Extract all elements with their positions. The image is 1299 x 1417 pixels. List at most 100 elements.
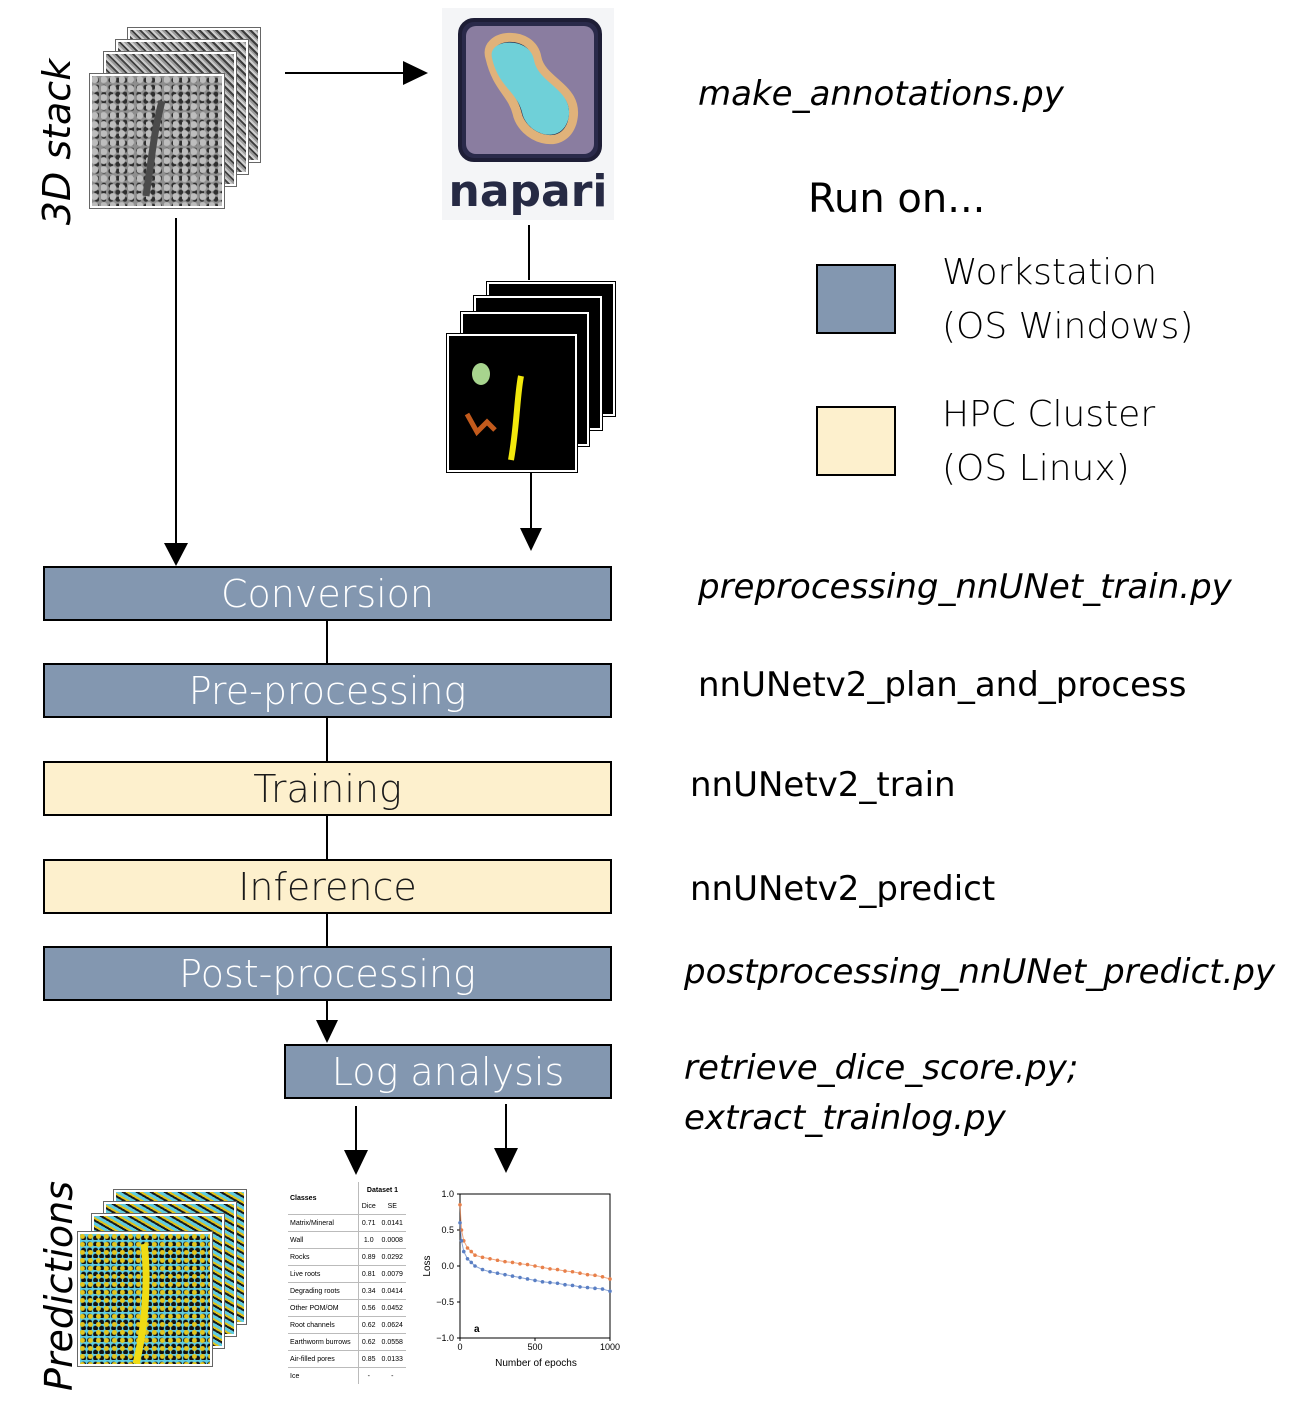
step-training: Training <box>43 761 612 816</box>
legend-swatch-hpc <box>816 406 896 476</box>
dice-score-script: retrieve_dice_score.py; <box>684 1048 1079 1088</box>
chart-point <box>525 1277 530 1281</box>
table-cell-cls: Rocks <box>288 1248 359 1266</box>
legend-hpc: HPC Cluster (OS Linux) <box>942 388 1155 496</box>
postprocessing-script: postprocessing_nnUNet_predict.py <box>684 952 1276 992</box>
napari-logo: napari <box>442 8 614 220</box>
preprocessing-script: preprocessing_nnUNet_train.py <box>698 567 1232 607</box>
step-inference: Inference <box>43 859 612 914</box>
chart-point <box>570 1269 575 1274</box>
chart-point <box>465 1257 470 1261</box>
table-cell-dice: 0.62 <box>357 1333 379 1351</box>
chart-point <box>593 1273 597 1278</box>
legend-title: Run on... <box>808 176 986 222</box>
chart-point <box>465 1246 470 1250</box>
table-row: Ice-- <box>288 1367 406 1384</box>
table-cell-se: 0.0141 <box>378 1214 406 1232</box>
chart-point <box>555 1267 560 1272</box>
table-cell-se: 0.0558 <box>378 1333 406 1351</box>
chart-point <box>480 1267 485 1272</box>
chart-point <box>540 1280 545 1284</box>
chart-point <box>488 1257 492 1261</box>
chart-point <box>510 1274 515 1278</box>
table-cell-se: 0.0079 <box>378 1265 406 1283</box>
chart-panel-label: a <box>474 1324 480 1335</box>
table-cell-cls: Degrading roots <box>288 1282 359 1300</box>
chart-point <box>495 1258 500 1263</box>
chart-point <box>518 1262 522 1266</box>
table-cell-dice: 0.56 <box>357 1299 379 1317</box>
chart-point <box>488 1269 492 1274</box>
napari-wordmark: napari <box>448 166 608 217</box>
step-preprocessing: Pre-processing <box>43 663 612 718</box>
make-annotations-script: make_annotations.py <box>698 74 1064 114</box>
legend-workstation-line1: Workstation <box>942 252 1158 293</box>
chart-point <box>563 1282 567 1287</box>
table-cell-cls: Root channels <box>288 1316 359 1334</box>
chart-point <box>510 1260 515 1265</box>
table-cell-cls: Earthworm burrows <box>288 1333 359 1351</box>
chart-point <box>518 1275 522 1280</box>
chart-x-tick-label: 0 <box>457 1342 462 1352</box>
chart-point <box>459 1239 464 1243</box>
chart-point <box>533 1264 537 1268</box>
chart-point <box>503 1272 507 1277</box>
chart-point <box>570 1283 575 1288</box>
table-cell-se: 0.0292 <box>378 1248 406 1266</box>
legend-hpc-line1: HPC Cluster <box>942 394 1156 435</box>
chart-y-tick-label: 0.0 <box>441 1261 454 1271</box>
chart-point <box>608 1289 612 1293</box>
table-cell-dice: 0.71 <box>357 1214 379 1232</box>
stack-label: 3D stack <box>35 58 80 226</box>
chart-point <box>495 1271 500 1275</box>
chart-point <box>555 1281 560 1286</box>
legend-workstation-line2: (OS Windows) <box>942 306 1194 347</box>
trainlog-script: extract_trainlog.py <box>684 1098 1006 1138</box>
chart-point <box>548 1267 552 1271</box>
table-cell-cls: Wall <box>288 1231 359 1249</box>
legend-hpc-line2: (OS Linux) <box>942 448 1130 489</box>
chart-point <box>525 1262 530 1267</box>
table-cell-se: 0.0414 <box>378 1282 406 1300</box>
table-cell-se: 0.0008 <box>378 1231 406 1249</box>
step-conversion: Conversion <box>43 566 612 621</box>
table-header-dice: Dice <box>357 1198 379 1215</box>
predict-command: nnUNetv2_predict <box>690 869 996 909</box>
table-cell-cls: Air-filled pores <box>288 1350 359 1368</box>
chart-point <box>563 1269 567 1273</box>
table-cell-dice: 0.85 <box>357 1350 379 1368</box>
chart-point <box>480 1255 485 1260</box>
table-cell-dice: - <box>357 1367 379 1384</box>
chart-point <box>600 1287 605 1291</box>
chart-x-tick-label: 500 <box>527 1342 542 1352</box>
chart-point <box>578 1271 582 1275</box>
chart-point <box>533 1278 537 1283</box>
step-postprocessing: Post-processing <box>43 946 612 1001</box>
chart-point <box>593 1286 597 1291</box>
table-cell-se: 0.0452 <box>378 1299 406 1317</box>
table-cell-dice: 0.89 <box>357 1248 379 1266</box>
table-header-classes: Classes <box>290 1194 317 1202</box>
step-log-analysis: Log analysis <box>284 1044 612 1099</box>
table-cell-se: 0.0624 <box>378 1316 406 1334</box>
chart-point <box>473 1253 477 1257</box>
legend-swatch-workstation <box>816 264 896 334</box>
table-header-dataset: Dataset 1 <box>357 1182 406 1198</box>
plan-process-command: nnUNetv2_plan_and_process <box>698 665 1187 705</box>
table-cell-dice: 0.81 <box>357 1265 379 1283</box>
chart-point <box>578 1285 582 1289</box>
chart-y-axis-label: Loss <box>422 1255 433 1276</box>
chart-x-tick-label: 1000 <box>600 1342 620 1352</box>
table-cell-se: 0.0133 <box>378 1350 406 1368</box>
dice-results-table: Classes Dataset 1 Dice SE Matrix/Mineral… <box>288 1182 408 1386</box>
predictions-label: Predictions <box>37 1180 82 1392</box>
chart-point <box>461 1249 466 1254</box>
